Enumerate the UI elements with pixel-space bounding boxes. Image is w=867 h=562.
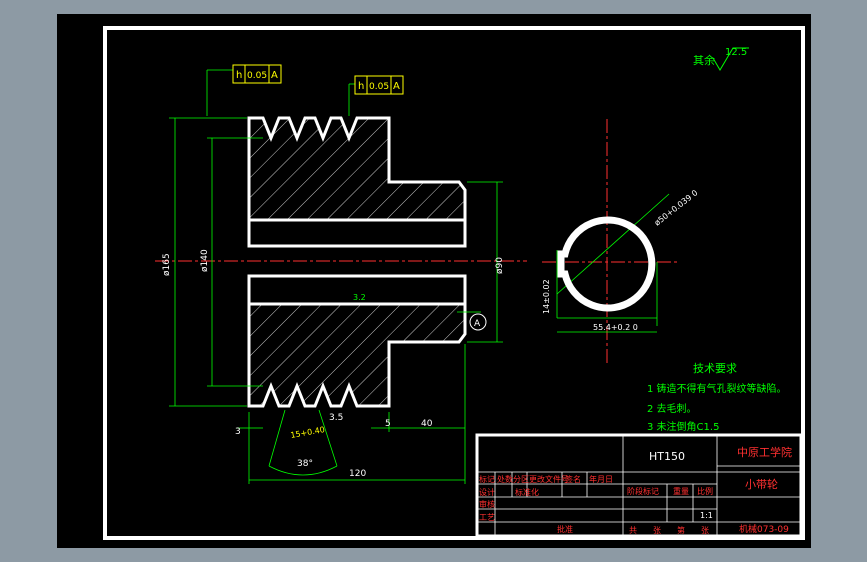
drawing-viewport	[57, 14, 811, 548]
dim-keyway-width: 14±0.02	[542, 279, 551, 314]
title-header-5: 年月日	[589, 474, 613, 484]
dim-keyway-depth: 55.4+0.2 0	[593, 323, 638, 332]
title-header-2: 分区	[513, 475, 529, 484]
title-header-1: 处数	[497, 474, 513, 484]
tolerance-frame-2: h 0.05 A	[354, 75, 404, 95]
title-sheet-total: 共	[629, 526, 637, 535]
drawing-border	[103, 26, 805, 540]
dim-groove-width: 15+0.40	[290, 425, 326, 440]
dim-bore-diameter: ø50+0.039 0	[653, 188, 700, 227]
roughness-label: 其余	[693, 53, 715, 67]
tech-title: 技术要求	[693, 362, 737, 375]
dim-hub-diameter: ø90	[495, 257, 505, 274]
title-ratio: 比例	[697, 486, 713, 496]
title-approve-label: 批准	[557, 524, 573, 534]
pulley-section	[247, 116, 467, 408]
tolerance-2-value: 0.05	[369, 82, 389, 92]
title-row-process: 工艺	[479, 513, 495, 522]
title-weight: 重量	[673, 486, 689, 496]
tech-item-2: 2 去毛刺。	[647, 403, 697, 415]
tolerance-frame-1: h 0.05 A	[232, 64, 282, 84]
tech-item-3: 3 未注倒角C1.5	[647, 420, 719, 433]
tolerance-2-symbol: h	[358, 81, 364, 92]
bore-circle-with-keyway	[557, 216, 656, 312]
datum-a-label: A	[474, 319, 481, 329]
tolerance-1-datum: A	[271, 70, 278, 81]
tech-requirements: 技术要求 1 铸造不得有气孔裂纹等缺陷。 2 去毛刺。 3 未注倒角C1.5	[647, 362, 787, 433]
title-header-3: 更改文件号	[529, 474, 569, 484]
title-header-4: 签名	[565, 474, 581, 484]
dim-roughness-center: 3.2	[353, 293, 366, 302]
dim-edge-right: 5	[385, 419, 391, 429]
dim-hub-length: 40	[421, 419, 433, 429]
dimension-lines	[169, 69, 670, 484]
bore-upper-wall	[247, 218, 467, 248]
title-sheet-current: 第	[677, 525, 685, 535]
dim-outer-diameter: ø165	[162, 253, 172, 276]
dim-inner-diameter: ø140	[200, 249, 210, 272]
roughness-symbol-icon	[712, 47, 749, 71]
title-part-name: 小带轮	[745, 477, 778, 491]
title-material: HT150	[649, 450, 685, 463]
title-header-0: 标记	[479, 474, 495, 484]
tolerance-1-value: 0.05	[247, 71, 267, 81]
pulley-bottom-section	[247, 302, 467, 408]
title-drawing-number: 机械073-09	[739, 523, 789, 535]
dim-edge-left: 3	[235, 427, 241, 437]
dim-overall-width: 120	[349, 469, 366, 479]
roughness-note: 其余 12.5	[693, 47, 749, 71]
title-designer-value: 标准化	[515, 487, 539, 497]
dim-groove-pitch: 3.5	[329, 413, 343, 423]
title-school: 中原工学院	[737, 445, 792, 459]
datum-a-marker: A	[469, 313, 487, 331]
title-sheet-unit-1: 张	[653, 526, 661, 535]
title-row-design: 设计	[479, 487, 495, 497]
cad-drawing-canvas[interactable]: 其余 12.5	[57, 14, 811, 548]
dim-groove-angle: 38°	[297, 459, 313, 469]
roughness-value: 12.5	[725, 47, 747, 58]
tolerance-2-datum: A	[393, 81, 400, 92]
title-block: HT150 中原工学院 小带轮 机械073-09 1:1 标记 处数 分区 更改…	[475, 433, 803, 538]
title-row-review: 审核	[479, 499, 495, 509]
tech-item-1: 1 铸造不得有气孔裂纹等缺陷。	[647, 382, 787, 395]
tolerance-1-symbol: h	[236, 70, 242, 81]
title-scale: 1:1	[700, 511, 713, 520]
title-stage-mark: 阶段标记	[627, 486, 659, 496]
pulley-top-section	[247, 116, 467, 222]
title-sheet-unit-2: 张	[701, 526, 709, 535]
